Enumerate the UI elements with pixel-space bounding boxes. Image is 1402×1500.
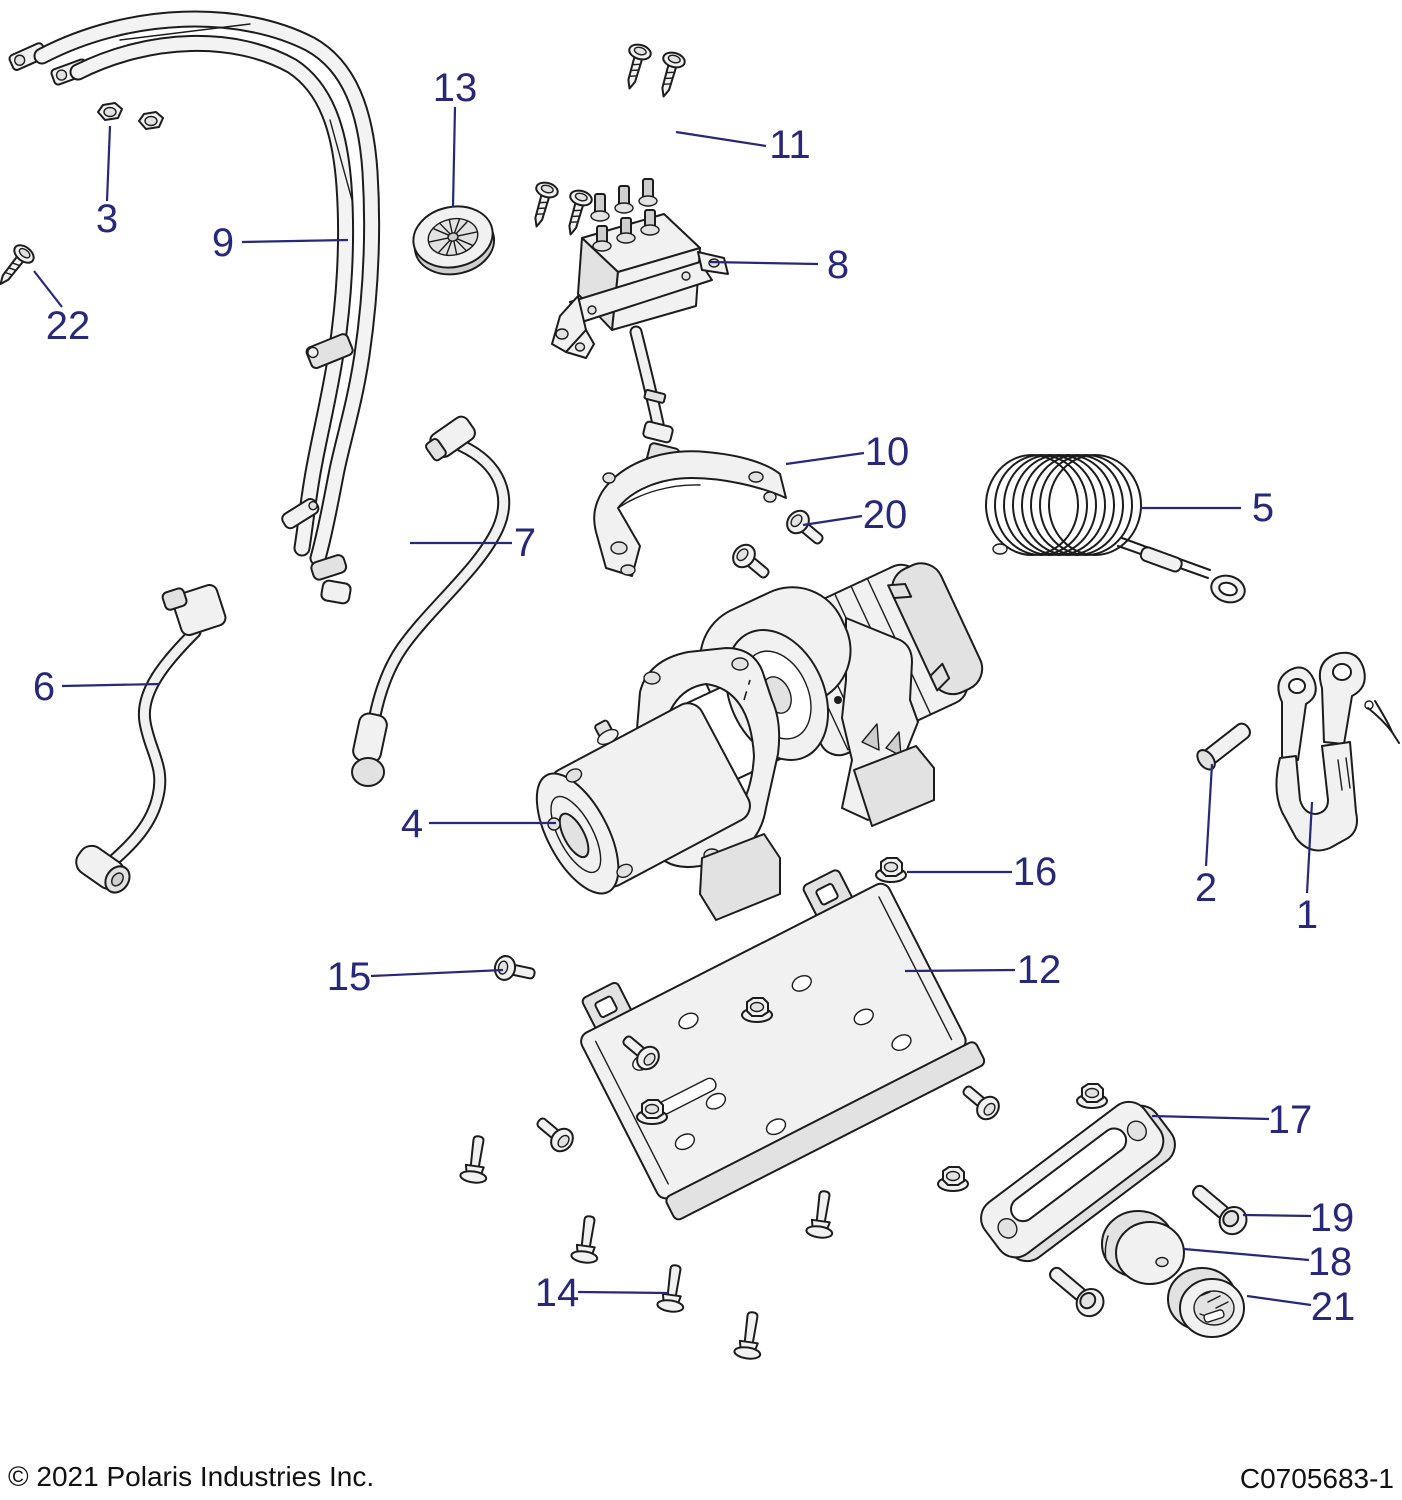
leader-line-15 xyxy=(370,968,504,978)
fairlead xyxy=(980,1100,1176,1263)
cable-7 xyxy=(351,415,511,787)
cap-21 xyxy=(1167,1267,1245,1338)
callout-label-16: 16 xyxy=(1013,850,1058,894)
leader-line-21 xyxy=(1246,1294,1312,1307)
right-support xyxy=(841,617,935,827)
contactor-screws xyxy=(524,41,688,239)
rubber-cap-18 xyxy=(1101,1210,1185,1285)
bracket-screws xyxy=(727,505,830,586)
cotter-pin xyxy=(1364,700,1400,744)
callout-label-20: 20 xyxy=(863,493,908,537)
leader-line-18 xyxy=(1183,1247,1310,1262)
part-code-text: C0705683-1 xyxy=(1240,1463,1394,1494)
callout-label-22: 22 xyxy=(46,304,91,348)
leader-line-22 xyxy=(33,270,63,308)
copyright-text: © 2021 Polaris Industries Inc. xyxy=(8,1461,374,1492)
callout-label-6: 6 xyxy=(33,665,55,709)
leader-line-20 xyxy=(802,514,863,527)
leader-line-10 xyxy=(785,451,865,466)
battery-cable-harness xyxy=(8,10,381,605)
callout-label-7: 7 xyxy=(514,521,536,565)
hex-nuts xyxy=(97,102,164,130)
leader-line-12 xyxy=(904,968,1016,973)
terminal-studs xyxy=(590,178,658,222)
callout-label-4: 4 xyxy=(401,802,423,846)
motor-cap xyxy=(535,702,751,895)
winch-bracket xyxy=(593,450,787,577)
leader-line-19 xyxy=(1242,1213,1312,1218)
callout-label-14: 14 xyxy=(535,1271,580,1315)
callout-label-3: 3 xyxy=(96,197,118,241)
leader-line-2 xyxy=(1204,763,1214,867)
callout-label-13: 13 xyxy=(433,66,478,110)
clevis-pin xyxy=(1196,722,1251,771)
callout-label-8: 8 xyxy=(827,243,849,287)
leader-line-9 xyxy=(241,238,349,244)
callout-label-10: 10 xyxy=(865,430,910,474)
harness-clamp xyxy=(305,333,354,370)
wire-rope-coil xyxy=(985,454,1246,604)
callout-label-12: 12 xyxy=(1017,948,1062,992)
callout-label-19: 19 xyxy=(1310,1196,1355,1240)
callout-label-2: 2 xyxy=(1195,866,1217,910)
flange-nut-16 xyxy=(875,857,907,883)
screw-22 xyxy=(0,240,38,292)
cable-6 xyxy=(75,584,227,894)
callout-label-11: 11 xyxy=(769,123,811,167)
callout-label-15: 15 xyxy=(327,955,372,999)
winch-assembly xyxy=(535,562,984,921)
callout-label-1: 1 xyxy=(1296,893,1318,937)
leader-line-14 xyxy=(577,1290,669,1295)
mount-plate xyxy=(580,869,986,1221)
callout-label-18: 18 xyxy=(1308,1240,1353,1284)
leader-line-11 xyxy=(675,130,767,148)
leader-line-1 xyxy=(1305,801,1314,894)
callout-label-5: 5 xyxy=(1252,486,1274,530)
cable-clevis xyxy=(1275,651,1366,852)
leader-line-17 xyxy=(1151,1114,1270,1121)
leader-line-6 xyxy=(61,682,161,688)
callout-label-9: 9 xyxy=(212,221,234,265)
contactor xyxy=(551,178,729,481)
leader-line-13 xyxy=(451,106,457,208)
leader-line-8 xyxy=(709,260,819,266)
leader-line-3 xyxy=(105,125,112,202)
callout-label-21: 21 xyxy=(1311,1285,1356,1329)
grommet xyxy=(412,205,496,276)
callout-label-17: 17 xyxy=(1268,1098,1313,1142)
